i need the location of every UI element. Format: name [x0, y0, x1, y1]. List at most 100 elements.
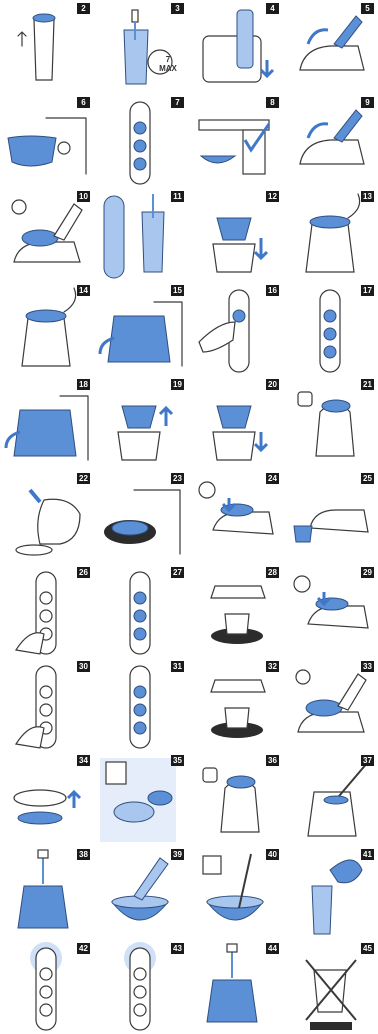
- step-number: 24: [266, 473, 279, 484]
- step-illustration: [0, 940, 94, 1034]
- step-2: 2: [0, 0, 94, 94]
- step-illustration: [284, 564, 378, 658]
- step-number: 25: [361, 473, 374, 484]
- step-number: 20: [266, 379, 279, 390]
- step-number: 35: [171, 755, 184, 766]
- step-number: 22: [77, 473, 90, 484]
- step-number: 33: [361, 661, 374, 672]
- step-11: 11: [94, 188, 188, 282]
- step-number: 39: [171, 849, 184, 860]
- step-number: 4: [266, 3, 279, 14]
- step-35: 35: [94, 752, 188, 846]
- step-illustration: [0, 846, 94, 940]
- step-number: 45: [361, 943, 374, 954]
- step-illustration: [284, 940, 378, 1034]
- step-9: 9: [284, 94, 378, 188]
- step-18: 18: [0, 376, 94, 470]
- step-number: 40: [266, 849, 279, 860]
- step-36: 36: [189, 752, 283, 846]
- step-illustration: [0, 376, 94, 470]
- step-illustration: [284, 188, 378, 282]
- step-number: 37: [361, 755, 374, 766]
- step-illustration: [0, 282, 94, 376]
- step-23: 23: [94, 470, 188, 564]
- step-illustration: [0, 0, 94, 94]
- step-number: 10: [77, 191, 90, 202]
- step-illustration: [0, 470, 94, 564]
- step-illustration: [189, 564, 283, 658]
- step-number: 29: [361, 567, 374, 578]
- step-29: 29: [284, 564, 378, 658]
- step-19: 19: [94, 376, 188, 470]
- step-14: 14: [0, 282, 94, 376]
- step-illustration: [189, 0, 283, 94]
- step-number: 26: [77, 567, 90, 578]
- step-illustration: [0, 658, 94, 752]
- step-32: 32: [189, 658, 283, 752]
- step-44: 44: [189, 940, 283, 1034]
- step-number: 3: [171, 3, 184, 14]
- step-illustration: [0, 752, 94, 846]
- step-illustration: [284, 376, 378, 470]
- step-illustration: [189, 470, 283, 564]
- step-illustration: [94, 188, 188, 282]
- step-30: 30: [0, 658, 94, 752]
- step-illustration: [94, 282, 188, 376]
- step-illustration: [94, 564, 188, 658]
- step-number: 38: [77, 849, 90, 860]
- step-illustration: [94, 376, 188, 470]
- step-illustration: [189, 658, 283, 752]
- step-number: 17: [361, 285, 374, 296]
- step-43: 43: [94, 940, 188, 1034]
- step-6: 6: [0, 94, 94, 188]
- step-number: 19: [171, 379, 184, 390]
- step-17: 17: [284, 282, 378, 376]
- step-number: 23: [171, 473, 184, 484]
- step-illustration: [0, 564, 94, 658]
- step-illustration: [284, 282, 378, 376]
- step-5: 5: [284, 0, 378, 94]
- step-illustration: [94, 752, 188, 846]
- step-number: 44: [266, 943, 279, 954]
- step-illustration: [0, 188, 94, 282]
- step-number: 14: [77, 285, 90, 296]
- step-illustration: [94, 0, 188, 94]
- step-13: 13: [284, 188, 378, 282]
- step-illustration: [284, 94, 378, 188]
- step-10: 10: [0, 188, 94, 282]
- max-text-label: MAX: [156, 65, 180, 73]
- step-31: 31: [94, 658, 188, 752]
- step-15: 15: [94, 282, 188, 376]
- max-volume-label: 7: [156, 56, 180, 64]
- step-illustration: [94, 658, 188, 752]
- step-number: 21: [361, 379, 374, 390]
- step-8: 8: [189, 94, 283, 188]
- step-illustration: [94, 846, 188, 940]
- step-illustration: [284, 846, 378, 940]
- step-16: 16: [189, 282, 283, 376]
- step-number: 5: [361, 3, 374, 14]
- step-21: 21: [284, 376, 378, 470]
- step-number: 31: [171, 661, 184, 672]
- step-45: 45: [284, 940, 378, 1034]
- step-40: 40: [189, 846, 283, 940]
- step-39: 39: [94, 846, 188, 940]
- step-number: 13: [361, 191, 374, 202]
- step-number: 8: [266, 97, 279, 108]
- step-number: 18: [77, 379, 90, 390]
- step-20: 20: [189, 376, 283, 470]
- step-illustration: [189, 188, 283, 282]
- step-illustration: [189, 376, 283, 470]
- step-illustration: [94, 94, 188, 188]
- step-number: 16: [266, 285, 279, 296]
- step-number: 7: [171, 97, 184, 108]
- step-illustration: [284, 470, 378, 564]
- step-number: 43: [171, 943, 184, 954]
- step-number: 32: [266, 661, 279, 672]
- step-34: 34: [0, 752, 94, 846]
- step-number: 27: [171, 567, 184, 578]
- step-number: 30: [77, 661, 90, 672]
- step-number: 34: [77, 755, 90, 766]
- step-illustration: [189, 846, 283, 940]
